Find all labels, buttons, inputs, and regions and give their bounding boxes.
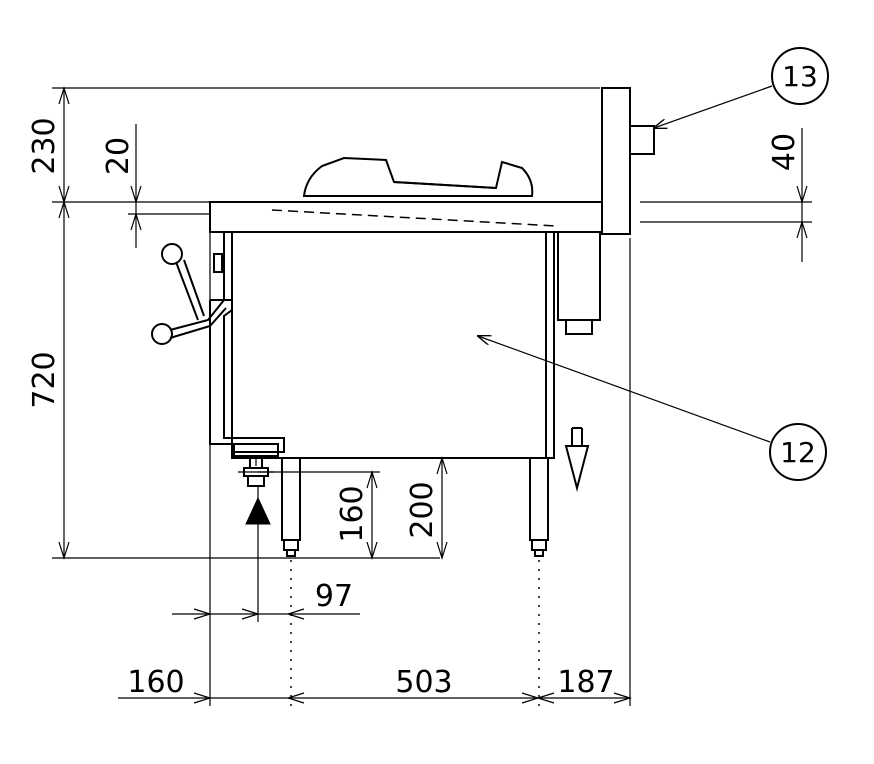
- right-leg: [529, 457, 549, 541]
- gas-inlet-arrow: [245, 496, 271, 525]
- dimension-labels: 230 20 720 40 160 200 97 160 503 187: [27, 117, 802, 700]
- callout-13-label: 13: [782, 60, 818, 93]
- rear-box: [557, 231, 601, 321]
- burner-grate: [302, 156, 534, 197]
- callout-12-label: 12: [780, 436, 816, 469]
- backsplash-connector: [629, 125, 655, 155]
- front-apron: [210, 299, 285, 453]
- machine-outline: [209, 87, 655, 706]
- backsplash: [601, 87, 631, 235]
- dim-leg-spacing: 503: [395, 665, 452, 700]
- drain-direction-arrow: [564, 427, 590, 492]
- dim-top-step: 20: [101, 137, 136, 175]
- dim-leg-height: 200: [405, 481, 440, 538]
- callout-12: 12: [478, 336, 827, 481]
- main-cabinet: [231, 231, 555, 459]
- dim-overall-top-height: 230: [27, 117, 62, 174]
- dimension-lines: [58, 85, 808, 704]
- gas-inlet: [233, 443, 279, 622]
- extension-lines: [52, 87, 812, 706]
- dim-backsplash-offset: 40: [767, 133, 802, 171]
- dim-right-overhang: 187: [557, 665, 614, 700]
- left-leg: [281, 457, 301, 541]
- callout-13: 13: [654, 47, 829, 128]
- dim-pipe-height: 160: [335, 485, 370, 542]
- lever-handle: [151, 243, 227, 345]
- dim-inlet-offset: 97: [315, 579, 353, 614]
- dim-left-overhang: 160: [127, 665, 184, 700]
- dim-body-height: 720: [27, 351, 62, 408]
